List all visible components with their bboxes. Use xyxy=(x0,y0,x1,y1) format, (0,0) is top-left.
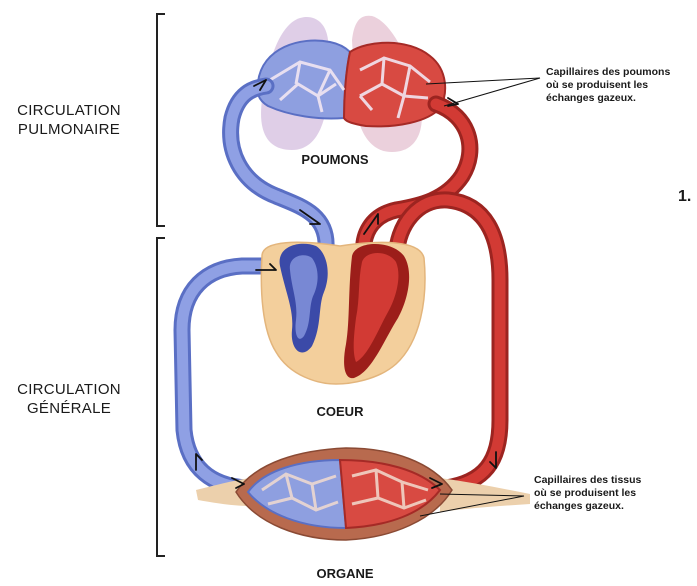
pulmonary-line-1: CIRCULATION xyxy=(8,101,130,120)
systemic-circulation-label: CIRCULATION GÉNÉRALE xyxy=(6,380,132,418)
lung-note-line-3: échanges gazeux. xyxy=(546,92,696,105)
heart-label: COEUR xyxy=(300,404,380,419)
systemic-line-1: CIRCULATION xyxy=(6,380,132,399)
lung-note-line-2: où se produisent les xyxy=(546,79,696,92)
lungs-label: POUMONS xyxy=(290,152,380,167)
organ-muscle xyxy=(196,448,530,540)
tissue-note-line-3: échanges gazeux. xyxy=(534,500,684,513)
lung-note-line-1: Capillaires des poumons xyxy=(546,66,696,79)
heart xyxy=(261,242,425,384)
systemic-line-2: GÉNÉRALE xyxy=(6,399,132,418)
systemic-bracket xyxy=(157,238,165,556)
tissue-note-line-2: où se produisent les xyxy=(534,487,684,500)
lung-capillaries-note: Capillaires des poumons où se produisent… xyxy=(546,66,696,105)
organ-label: ORGANE xyxy=(300,566,390,581)
pulmonary-circulation-label: CIRCULATION PULMONAIRE xyxy=(8,101,130,139)
tissue-note-line-1: Capillaires des tissus xyxy=(534,474,684,487)
figure-number: 1. xyxy=(678,188,691,206)
tissue-capillaries-note: Capillaires des tissus où se produisent … xyxy=(534,474,684,513)
pulmonary-line-2: PULMONAIRE xyxy=(8,120,130,139)
pulmonary-bracket xyxy=(157,14,165,226)
